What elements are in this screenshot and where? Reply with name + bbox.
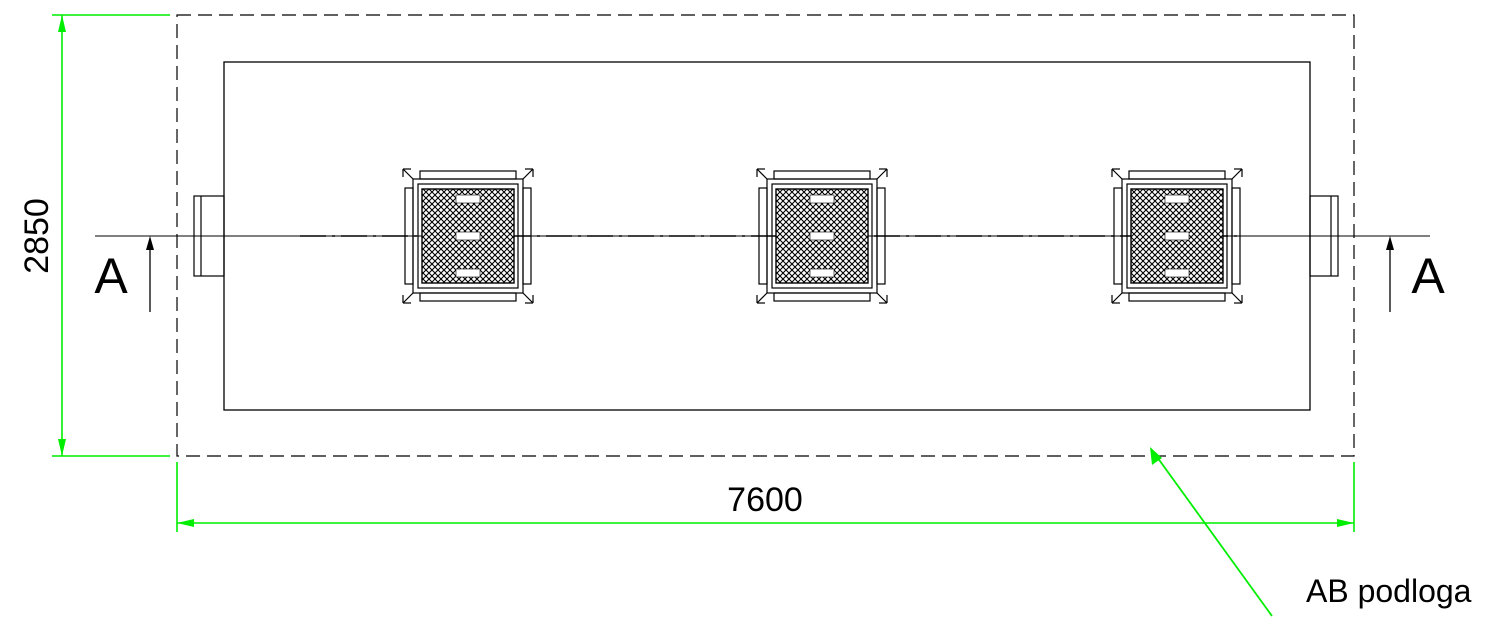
callout-leader (1150, 447, 1273, 617)
manhole-grate-right (1111, 168, 1243, 304)
height-dimension (52, 14, 170, 457)
height-dimension-label: 2850 (18, 198, 56, 274)
manhole-grates (402, 168, 1243, 304)
manhole-grate-center (756, 168, 888, 304)
section-mark-right (1386, 236, 1394, 312)
manhole-grate-left (402, 168, 534, 304)
width-dimension-label: 7600 (727, 481, 803, 519)
width-dimension (176, 462, 1355, 532)
section-mark-right-label: A (1411, 248, 1445, 304)
section-mark-left-label: A (94, 248, 128, 304)
callout-label: AB podloga (1306, 573, 1472, 609)
section-mark-left (146, 236, 154, 312)
